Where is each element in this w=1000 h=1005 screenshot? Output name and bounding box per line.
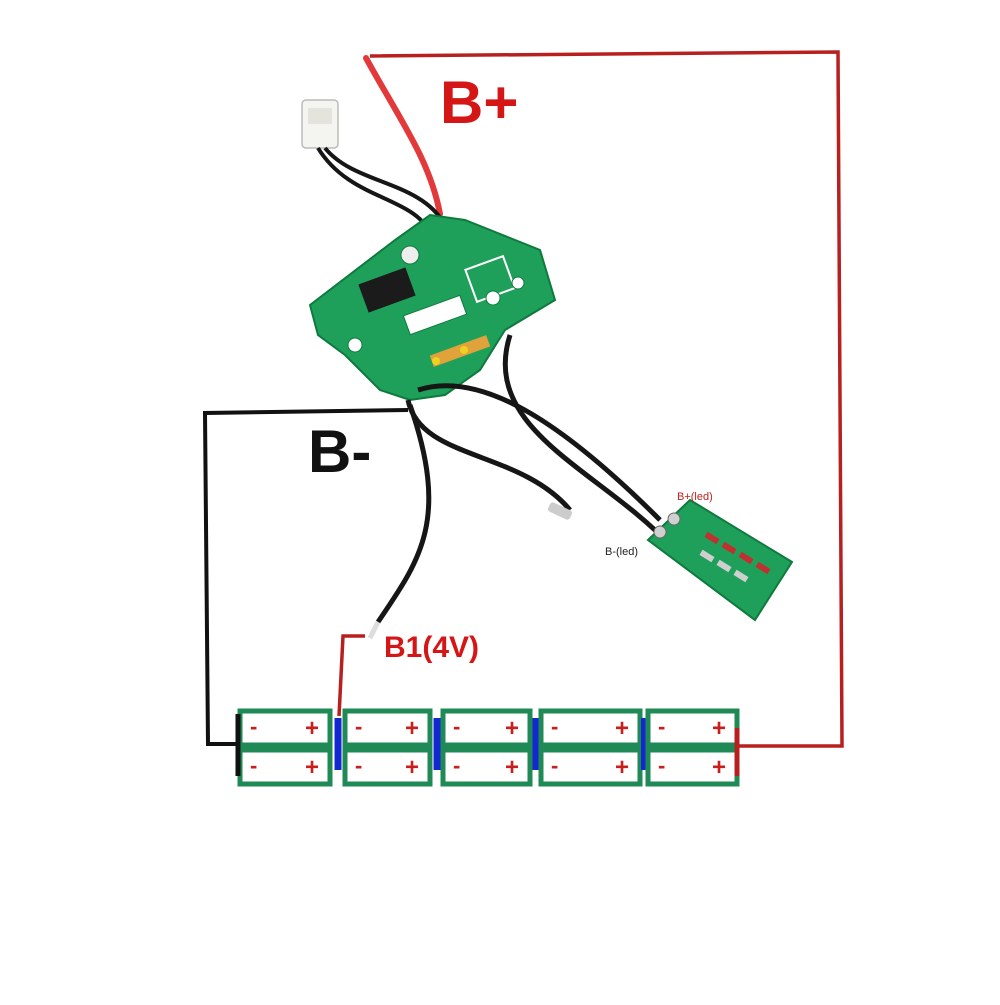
cell-positive-mark: + [712, 715, 726, 742]
series-link [532, 718, 540, 770]
b1-lead-wire [375, 404, 432, 624]
battery-cell: -+ [440, 747, 533, 787]
bms-board [308, 213, 557, 402]
cell-positive-mark: + [712, 754, 726, 781]
battery-cell: -+ [645, 708, 740, 748]
series-link [334, 718, 342, 770]
cell-positive-mark: + [305, 754, 319, 781]
cell-negative-mark: - [250, 714, 257, 739]
battery-cell: -+ [538, 708, 643, 748]
series-link [641, 718, 648, 770]
battery-cell: -+ [237, 708, 333, 748]
b-minus-wire [202, 408, 409, 746]
cell-negative-mark: - [658, 753, 665, 778]
red-lead-wire [363, 55, 443, 217]
battery-pack: -+-+-+-+-+-+-+-+-+-+ [235, 708, 740, 787]
pcb-chip [358, 267, 416, 313]
cell-positive-mark: + [405, 754, 419, 781]
battery-cell: -+ [645, 747, 740, 787]
battery-cell: -+ [342, 708, 433, 748]
cell-negative-mark: - [355, 753, 362, 778]
cell-positive-mark: + [615, 715, 629, 742]
series-link [433, 718, 441, 770]
cell-negative-mark: - [250, 753, 257, 778]
cell-negative-mark: - [453, 714, 460, 739]
cell-positive-mark: + [305, 715, 319, 742]
pcb-header [402, 294, 468, 336]
battery-cell: -+ [440, 708, 533, 748]
b-plus-wire [369, 50, 844, 748]
battery-cell: -+ [342, 747, 433, 787]
led-minus-label: B-(led) [605, 546, 638, 558]
cell-positive-mark: + [405, 715, 419, 742]
battery-cell: -+ [538, 747, 643, 787]
b-minus-label: B- [308, 418, 371, 485]
cell-negative-mark: - [453, 753, 460, 778]
cell-positive-mark: + [615, 754, 629, 781]
cell-negative-mark: - [355, 714, 362, 739]
b1-tap-wire [337, 634, 365, 717]
b-plus-label: B+ [440, 69, 518, 136]
led-plus-label: B+(led) [677, 491, 713, 503]
lead-wire-1 [405, 399, 572, 512]
lead-wire-2 [417, 383, 662, 522]
cell-negative-mark: - [551, 714, 558, 739]
cell-negative-mark: - [551, 753, 558, 778]
lead-wire-3 [502, 334, 672, 547]
cell-negative-mark: - [658, 714, 665, 739]
b1-label: B1(4V) [384, 631, 479, 664]
cell-positive-mark: + [505, 715, 519, 742]
cell-positive-mark: + [505, 754, 519, 781]
battery-cell: -+ [237, 747, 333, 787]
led-board [646, 498, 794, 622]
